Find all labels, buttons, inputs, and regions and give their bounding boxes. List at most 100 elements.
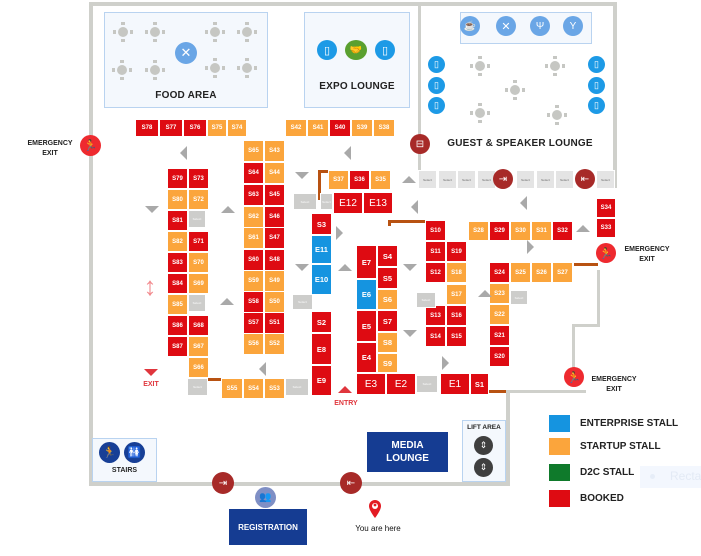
stall-e6[interactable]: E6 [356, 279, 377, 310]
stall-s54[interactable]: S54 [243, 378, 264, 399]
stall-s4[interactable]: S4 [377, 245, 398, 267]
stall-s36[interactable]: S36 [349, 170, 370, 190]
stall-s77[interactable]: S77 [159, 119, 183, 137]
stall-s7[interactable]: S7 [377, 310, 398, 332]
stall-s69[interactable]: S69 [188, 273, 209, 294]
stall-s75[interactable]: S75 [207, 119, 227, 137]
stall-s64[interactable]: S64 [243, 162, 264, 184]
stall-s73[interactable]: S73 [188, 168, 209, 189]
stall-unassigned[interactable]: Select [536, 170, 555, 189]
stall-s32[interactable]: S32 [552, 221, 573, 241]
stall-s61[interactable]: S61 [243, 227, 264, 249]
stall-s29[interactable]: S29 [489, 221, 510, 241]
stall-s18[interactable]: S18 [446, 262, 467, 283]
stall-e9[interactable]: E9 [311, 365, 332, 396]
stall-s25[interactable]: S25 [510, 262, 531, 283]
stall-s19[interactable]: S19 [446, 241, 467, 262]
emergency-exit-icon[interactable]: 🏃 [564, 367, 584, 387]
stall-s78[interactable]: S78 [135, 119, 159, 137]
stall-s8[interactable]: S8 [377, 332, 398, 353]
stall-s86[interactable]: S86 [167, 315, 188, 336]
media-lounge[interactable]: MEDIA LOUNGE [367, 432, 448, 472]
stall-s34[interactable]: S34 [596, 198, 616, 218]
emergency-exit-icon[interactable]: 🏃 [80, 135, 101, 156]
stall-s59[interactable]: S59 [243, 270, 264, 292]
stall-unassigned[interactable]: Select [516, 170, 535, 189]
stall-s46[interactable]: S46 [264, 206, 285, 228]
stall-s38[interactable]: S38 [373, 119, 395, 137]
stall-e4[interactable]: E4 [356, 342, 377, 373]
stall-s62[interactable]: S62 [243, 206, 264, 228]
stall-s53[interactable]: S53 [264, 378, 285, 399]
stall-unassigned[interactable]: Select [320, 193, 333, 210]
stall-s37[interactable]: S37 [328, 170, 349, 190]
food-area[interactable] [104, 12, 268, 108]
stall-s1[interactable]: S1 [470, 373, 489, 395]
stall-s48[interactable]: S48 [264, 249, 285, 271]
stall-unassigned[interactable]: Select [416, 375, 438, 393]
stall-s81[interactable]: S81 [167, 210, 188, 231]
stall-s17[interactable]: S17 [446, 284, 467, 305]
stall-e13[interactable]: E13 [363, 192, 393, 214]
entry-door-icon[interactable]: ⇤ [340, 472, 362, 494]
stall-e12[interactable]: E12 [333, 192, 363, 214]
stall-s82[interactable]: S82 [167, 231, 188, 252]
stall-s30[interactable]: S30 [510, 221, 531, 241]
stall-s56[interactable]: S56 [243, 333, 264, 355]
stall-unassigned[interactable]: Select [292, 294, 313, 310]
stall-e2[interactable]: E2 [386, 373, 416, 395]
registration-desk[interactable]: REGISTRATION [229, 509, 307, 545]
stall-s85[interactable]: S85 [167, 294, 188, 315]
stall-s13[interactable]: S13 [425, 305, 446, 326]
stall-s49[interactable]: S49 [264, 270, 285, 292]
stall-s84[interactable]: S84 [167, 273, 188, 294]
stall-s35[interactable]: S35 [370, 170, 391, 190]
entry-door-icon[interactable]: ⇤ [575, 169, 595, 189]
stall-unassigned[interactable]: Select [188, 210, 206, 228]
stall-s28[interactable]: S28 [468, 221, 489, 241]
stall-s42[interactable]: S42 [285, 119, 307, 137]
stall-s3[interactable]: S3 [311, 213, 332, 235]
stall-s11[interactable]: S11 [425, 241, 446, 262]
exit-door-icon[interactable]: ⇥ [493, 169, 513, 189]
stall-s15[interactable]: S15 [446, 326, 467, 347]
exit-door-icon[interactable]: ⇥ [212, 472, 234, 494]
stall-unassigned[interactable]: Select [418, 170, 437, 189]
stall-unassigned[interactable]: Select [457, 170, 476, 189]
stall-s27[interactable]: S27 [552, 262, 573, 283]
stall-s21[interactable]: S21 [489, 325, 510, 346]
stall-s67[interactable]: S67 [188, 336, 209, 357]
stall-unassigned[interactable]: Select [438, 170, 457, 189]
stall-s33[interactable]: S33 [596, 218, 616, 238]
stall-s22[interactable]: S22 [489, 304, 510, 325]
stall-unassigned[interactable]: Select [285, 378, 309, 396]
expo-lounge[interactable] [304, 12, 410, 108]
stall-s60[interactable]: S60 [243, 249, 264, 271]
stall-s12[interactable]: S12 [425, 262, 446, 283]
stall-e8[interactable]: E8 [311, 333, 332, 365]
stall-s63[interactable]: S63 [243, 184, 264, 206]
stall-s16[interactable]: S16 [446, 305, 467, 326]
stall-s9[interactable]: S9 [377, 353, 398, 373]
stall-s57[interactable]: S57 [243, 312, 264, 334]
stall-e3[interactable]: E3 [356, 373, 386, 395]
stall-s39[interactable]: S39 [351, 119, 373, 137]
stall-s72[interactable]: S72 [188, 189, 209, 210]
stall-unassigned[interactable]: Select [293, 193, 317, 210]
stall-unassigned[interactable]: Select [187, 378, 208, 396]
stall-s83[interactable]: S83 [167, 252, 188, 273]
stall-s45[interactable]: S45 [264, 184, 285, 206]
stall-s23[interactable]: S23 [489, 283, 510, 304]
stall-s50[interactable]: S50 [264, 291, 285, 313]
stall-unassigned[interactable]: Select [510, 290, 528, 305]
stall-s66[interactable]: S66 [188, 357, 209, 378]
stall-s5[interactable]: S5 [377, 267, 398, 289]
stall-s43[interactable]: S43 [264, 140, 285, 162]
stall-e7[interactable]: E7 [356, 245, 377, 279]
stall-s24[interactable]: S24 [489, 262, 510, 283]
stall-unassigned[interactable]: Select [555, 170, 574, 189]
stall-s10[interactable]: S10 [425, 220, 446, 241]
stall-s31[interactable]: S31 [531, 221, 552, 241]
stall-s79[interactable]: S79 [167, 168, 188, 189]
stall-s44[interactable]: S44 [264, 162, 285, 184]
